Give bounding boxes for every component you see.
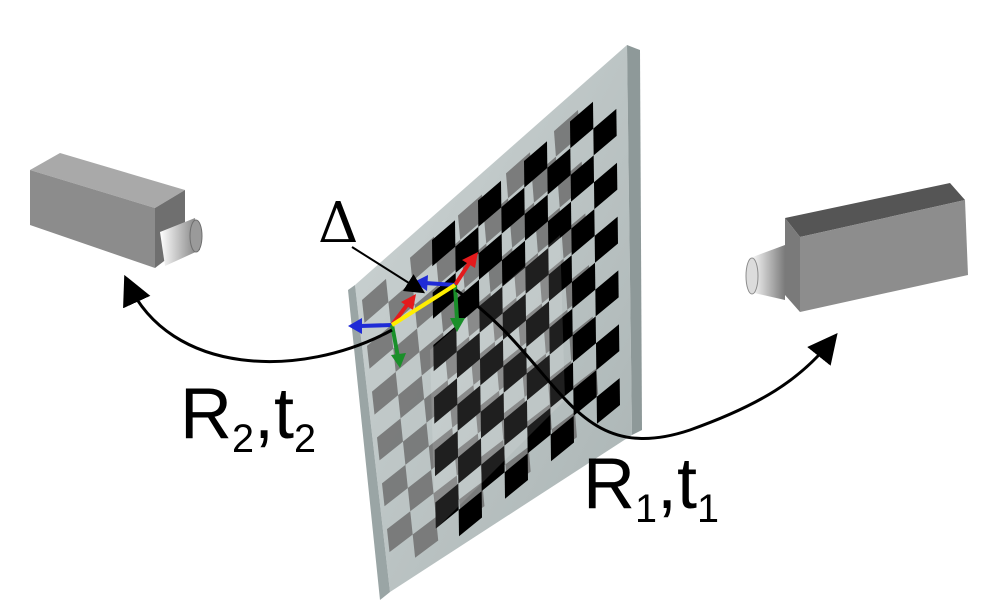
checker-square (504, 453, 528, 499)
checker-square (548, 201, 572, 248)
checker-square (457, 385, 481, 431)
checkerboard-pattern (432, 101, 620, 537)
r1-text: R (583, 444, 635, 524)
camera-right-icon (745, 183, 968, 312)
checker-square (526, 354, 550, 401)
checker-square (524, 141, 548, 188)
checker-square (525, 247, 549, 294)
r1-t1-label: R1,t1 (583, 448, 719, 529)
checker-square (455, 226, 479, 273)
checker-square (432, 220, 456, 267)
checker-square (594, 162, 618, 210)
y-axis-arrow (453, 284, 459, 321)
checker-square (595, 270, 619, 317)
t1-subscript: 1 (697, 486, 720, 531)
checker-square (504, 400, 528, 446)
checker-square-reflection (382, 464, 408, 507)
checker-square (524, 194, 548, 241)
checker-square (458, 491, 482, 537)
r2-subscript: 2 (232, 416, 255, 461)
checker-square (596, 378, 620, 424)
checker-square (594, 216, 618, 263)
coordinate-frame-right (414, 252, 478, 332)
delta-label: Δ (318, 191, 359, 256)
coordinate-frame-left (348, 294, 416, 368)
offset-vector (390, 283, 457, 327)
checker-square (572, 316, 596, 363)
checker-square (481, 445, 505, 492)
checker-square (550, 415, 574, 462)
checker-square (434, 378, 458, 424)
t2-subscript: 2 (294, 416, 317, 461)
checker-square-reflection (372, 371, 399, 415)
checker-square-reflection (407, 469, 434, 512)
checker-square-reflection (367, 325, 394, 369)
checker-square (596, 324, 620, 371)
checker-square (433, 325, 457, 372)
checker-square-reflection (398, 375, 425, 419)
checker-square (550, 362, 574, 408)
checker-square (572, 262, 596, 309)
checker-square-reflection (377, 418, 403, 461)
checker-square (478, 180, 502, 227)
checker-square (479, 286, 503, 333)
y-axis-arrow (390, 324, 400, 358)
camera-left-icon (30, 153, 203, 268)
checker-square (547, 148, 571, 195)
checker-square (480, 392, 504, 439)
checker-square (549, 308, 573, 355)
checker-square-reflection (402, 422, 429, 465)
checker-square-reflection (458, 194, 485, 240)
r2-t2-label: R2,t2 (180, 378, 316, 459)
checker-square (456, 279, 480, 326)
checker-square (570, 101, 594, 149)
checker-square (571, 209, 595, 256)
checker-square (526, 301, 550, 348)
checker-square-reflection (412, 516, 439, 558)
transform-arrow-to-right-camera (455, 288, 838, 441)
delta-pointer (351, 246, 426, 294)
checker-square (503, 347, 527, 393)
checker-square-reflection (410, 236, 437, 282)
checker-square (502, 293, 526, 340)
checker-square (478, 233, 502, 280)
checker-square (480, 339, 504, 386)
checker-square (434, 430, 458, 477)
checker-square (570, 155, 594, 202)
checker-square (435, 483, 459, 529)
checker-square (458, 438, 482, 484)
t2-text: ,t (254, 374, 295, 454)
r2-text: R (180, 374, 232, 454)
checker-square (527, 407, 551, 454)
transform-arrow-to-left-camera (123, 274, 393, 364)
z-axis-arrow (424, 281, 456, 287)
checker-square (501, 187, 525, 234)
checker-square (593, 108, 617, 156)
checker-square-reflection (362, 278, 389, 323)
checker-square-reflection (387, 511, 413, 553)
checker-square (502, 240, 526, 287)
r1-subscript: 1 (635, 486, 658, 531)
checker-square (548, 255, 572, 302)
t1-text: ,t (657, 444, 698, 524)
checker-square (573, 370, 597, 416)
z-axis-arrow (359, 323, 393, 328)
checker-square (456, 332, 480, 379)
